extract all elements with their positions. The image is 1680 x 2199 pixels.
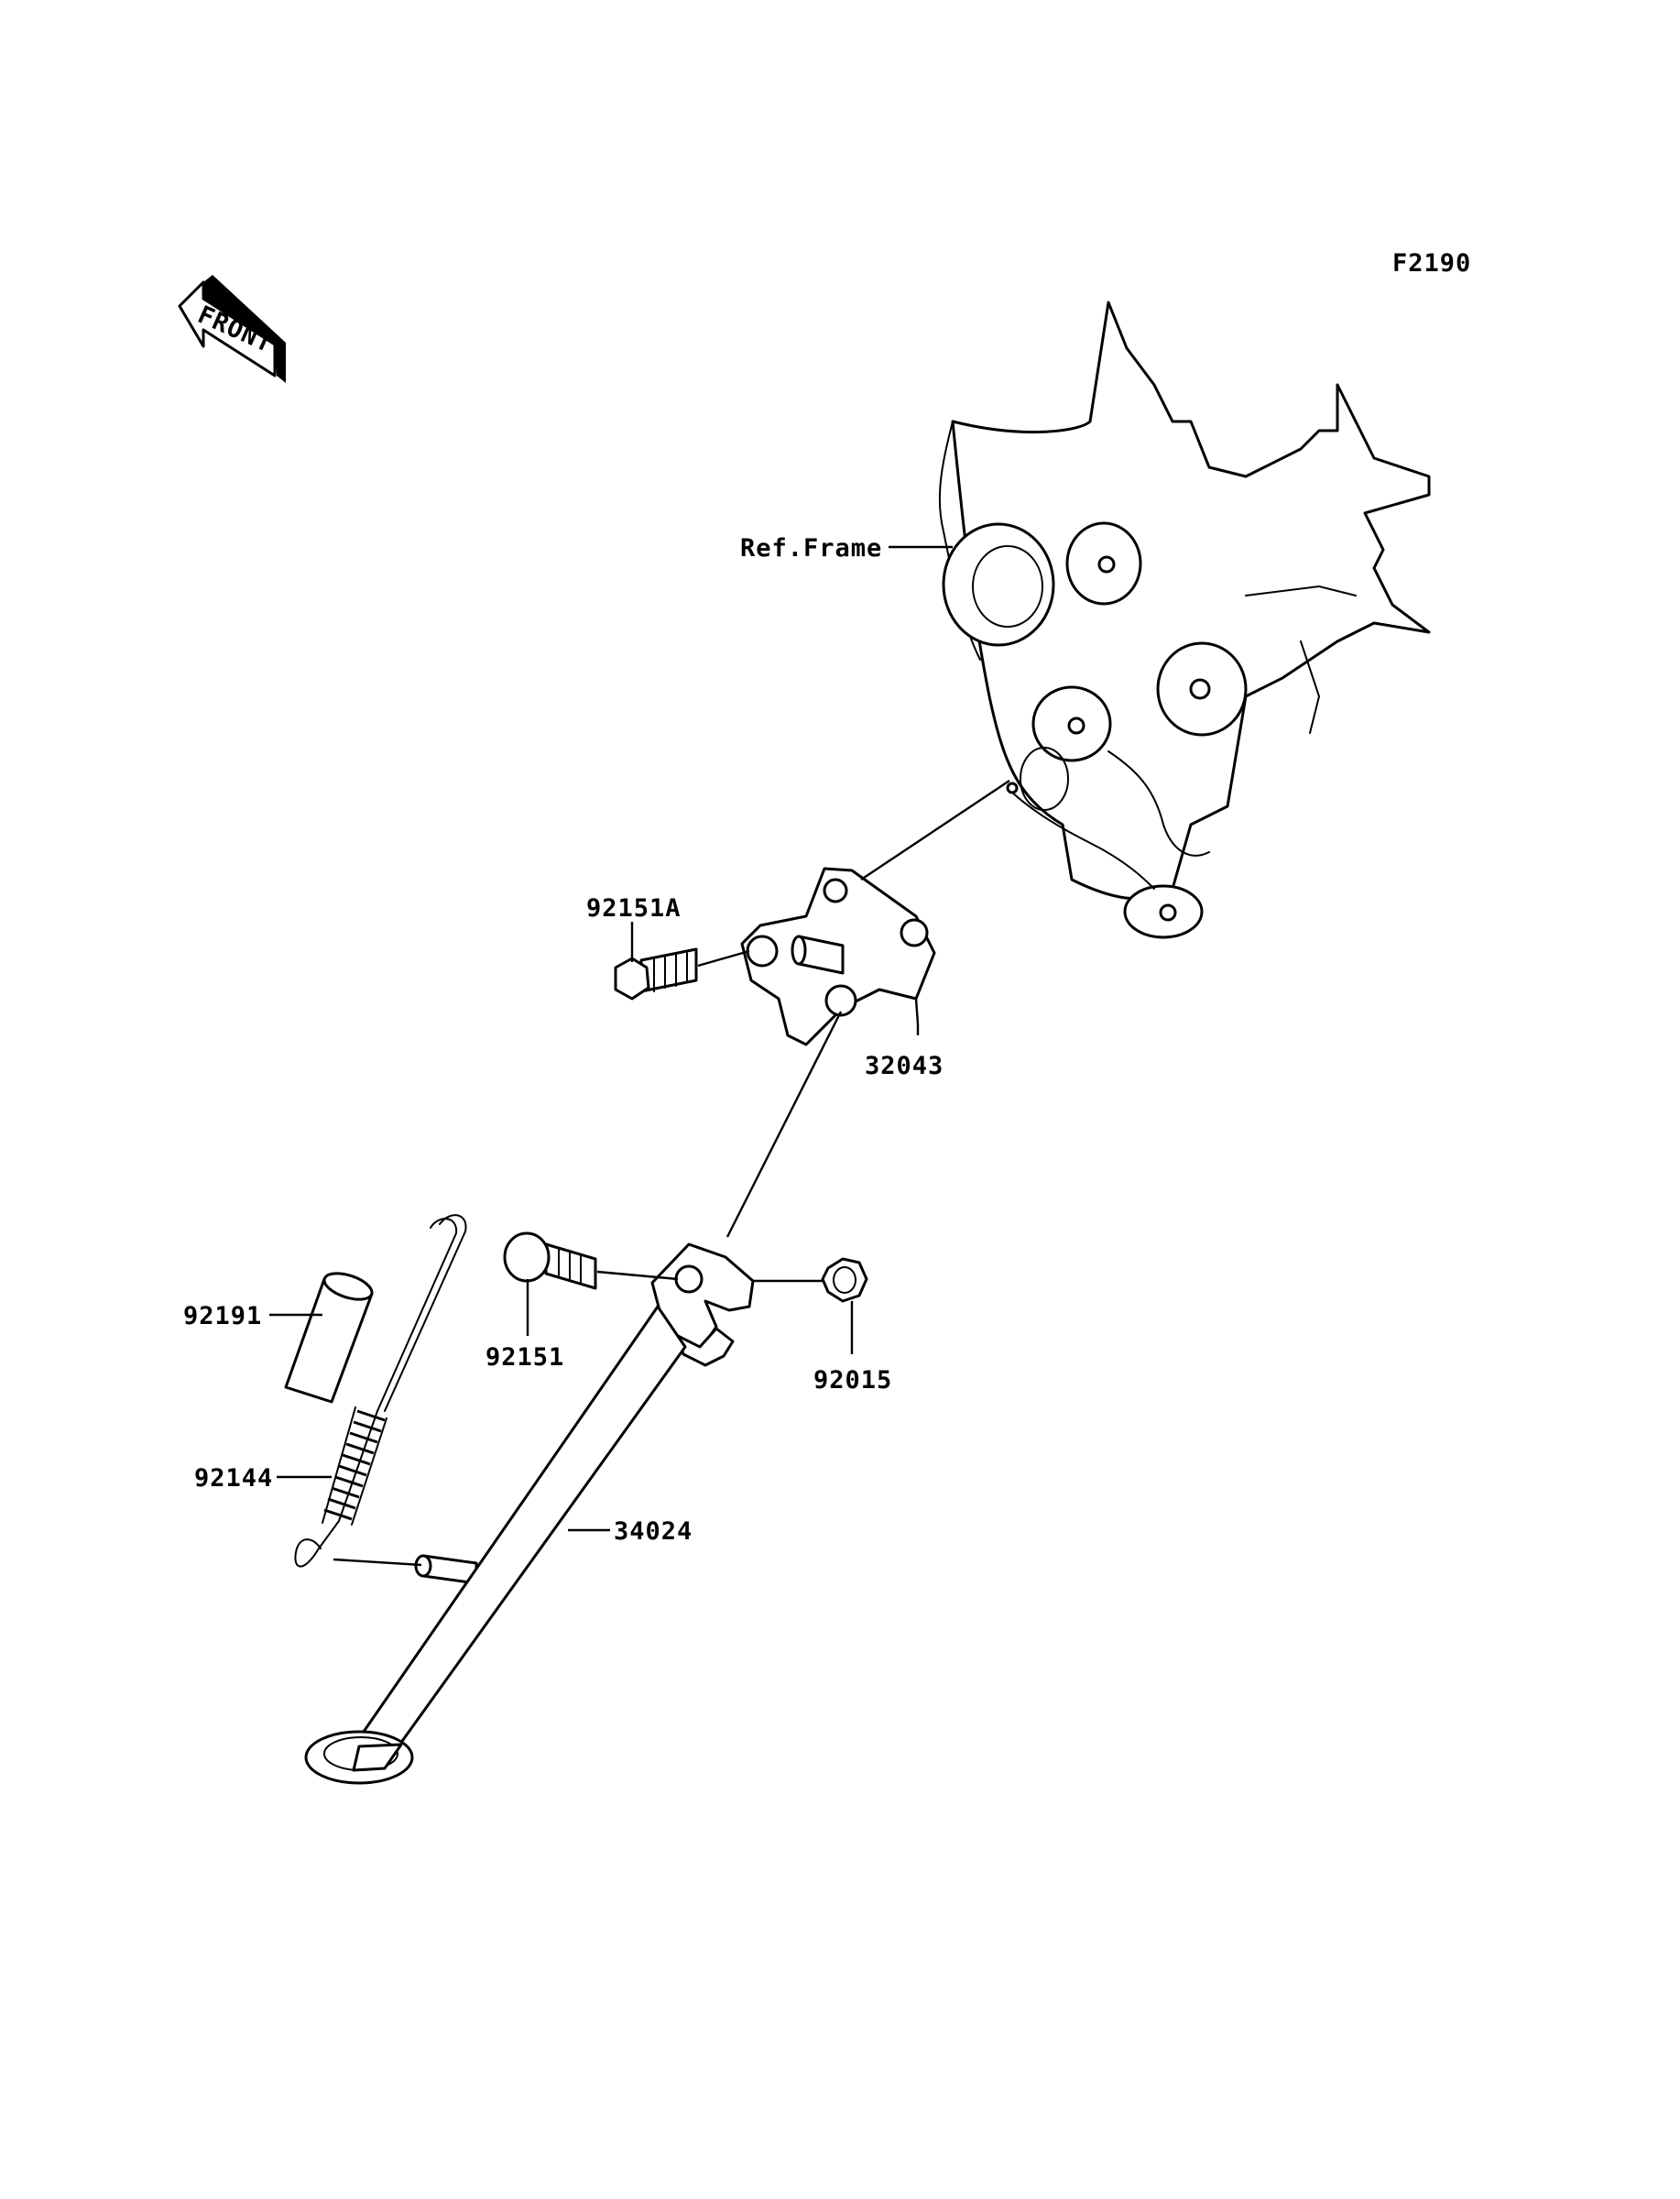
- leader-lines: [269, 545, 953, 1532]
- front-arrow-icon: FRONT: [178, 275, 286, 383]
- assembly-lines: [333, 780, 1010, 1567]
- label-92151A: 92151A: [586, 894, 682, 923]
- collar-92191: [284, 1272, 374, 1404]
- figure-code: F2190: [1392, 249, 1471, 278]
- frame-outline: [938, 301, 1431, 939]
- side-stand-34024: [304, 1242, 755, 1785]
- nut-92015: [821, 1257, 868, 1303]
- label-92144: 92144: [194, 1464, 273, 1493]
- label-ref-frame: Ref.Frame: [740, 534, 882, 563]
- label-92191: 92191: [183, 1302, 262, 1330]
- label-32043: 32043: [865, 1052, 944, 1080]
- spring-pin: [414, 1554, 478, 1585]
- label-92015: 92015: [813, 1366, 892, 1395]
- side-stand-bracket: [740, 867, 936, 1046]
- pivot-bolt-92151: [503, 1231, 597, 1290]
- label-92151: 92151: [485, 1343, 564, 1372]
- flange-bolt-92151A: [614, 947, 698, 1001]
- label-34024: 34024: [614, 1517, 693, 1546]
- spring-92144: [294, 1214, 467, 1568]
